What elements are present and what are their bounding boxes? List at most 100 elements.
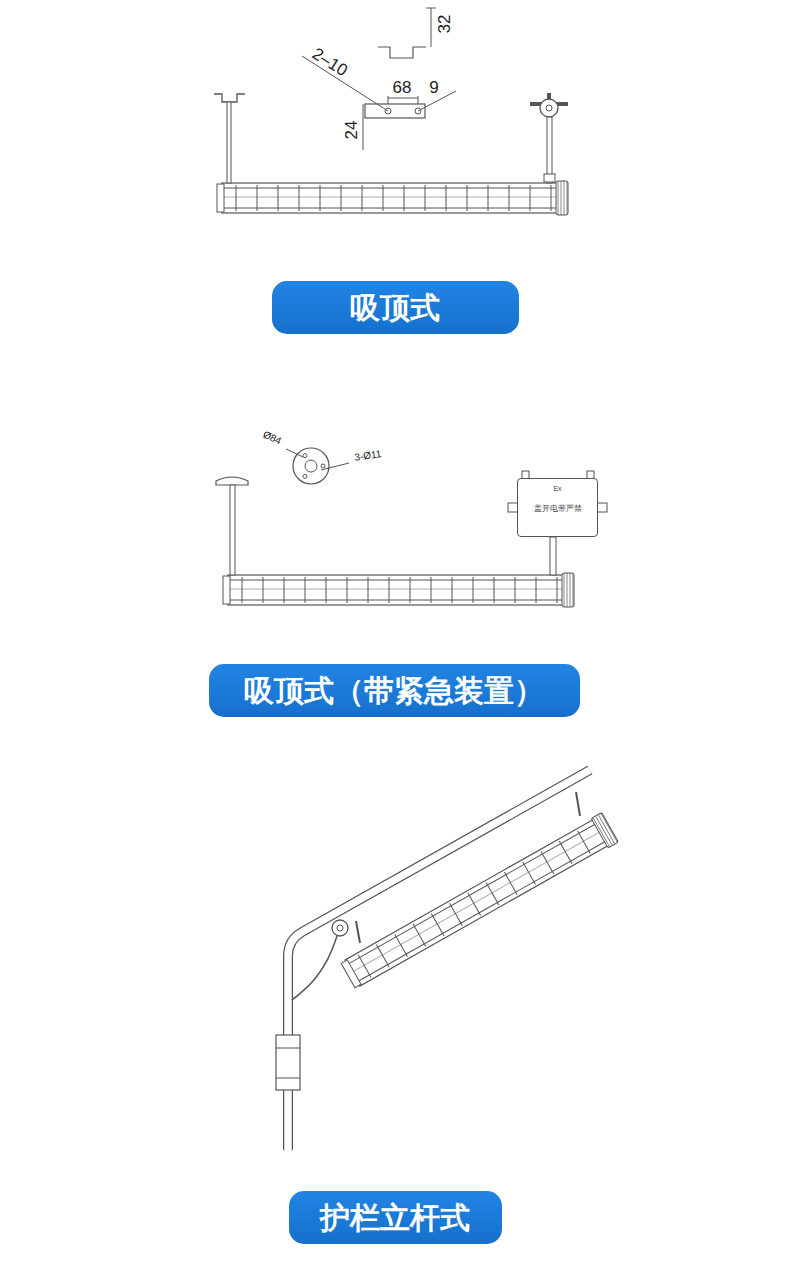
lamp-cage-rib xyxy=(263,577,264,603)
lamp xyxy=(217,181,568,215)
base-plate xyxy=(293,448,329,484)
caption-text: 护栏立杆式 xyxy=(320,1201,470,1234)
lamp-cage-rib xyxy=(494,577,495,603)
lamp-cage-rib xyxy=(488,185,489,211)
lamp-cage-rib xyxy=(347,577,348,603)
lamp-end-cap xyxy=(217,184,224,212)
lamp-hanger xyxy=(356,921,360,943)
lamp-cap-rib xyxy=(601,813,618,843)
lamp-cap-rib xyxy=(561,181,562,215)
lamp-cap-rib xyxy=(596,816,613,846)
lamp xyxy=(340,813,619,991)
lamp-cage-rib xyxy=(257,185,258,211)
lamp-cage-rib xyxy=(358,955,371,978)
lamp xyxy=(223,573,574,607)
lamp-cage-rib xyxy=(431,577,432,603)
lamp-rail xyxy=(228,580,568,581)
lamp-cap-rib xyxy=(567,573,568,607)
lamp-end-cap xyxy=(591,813,618,849)
lamp-cage-rib xyxy=(284,577,285,603)
lamp-cage-rib xyxy=(236,185,237,211)
lamp-cage-rib xyxy=(389,577,390,603)
lamp-rail xyxy=(222,208,562,209)
clamp-band xyxy=(276,1078,300,1079)
ceiling-disc xyxy=(216,477,248,485)
dimension-tick xyxy=(418,96,419,104)
lamp-end-cap xyxy=(223,576,230,604)
lamp-rail xyxy=(222,188,562,189)
pole-clamp xyxy=(276,1035,300,1090)
lamp-tube xyxy=(352,829,604,972)
dimension-label: Ø84 xyxy=(260,429,283,447)
lamp-rail xyxy=(228,600,568,601)
lamp-cage-rib xyxy=(473,577,474,603)
lamp-cap-rib xyxy=(593,817,610,847)
leader-line xyxy=(321,463,349,470)
conduit-rod xyxy=(547,117,552,183)
mount-hole xyxy=(303,474,307,478)
dimension-tick xyxy=(388,96,389,104)
lamp-cap-rib xyxy=(573,573,574,607)
hanger-rod xyxy=(230,485,235,575)
pole-inner xyxy=(288,770,590,1150)
dimension-label: 2–10 xyxy=(309,44,352,80)
lamp-cap-rib xyxy=(598,814,615,844)
lamp-cage-rib xyxy=(413,924,426,947)
emergency-box: Ex盖开电带严禁 xyxy=(517,478,598,537)
lamp-cage-rib xyxy=(468,893,481,916)
lamp-cage-rib xyxy=(404,185,405,211)
ceiling-mount-figure xyxy=(214,8,568,215)
caption-pill: 吸顶式 xyxy=(272,281,519,334)
lamp-cage-rib xyxy=(383,185,384,211)
dimension-line xyxy=(431,8,432,47)
lamp-end-cap xyxy=(556,181,568,215)
hanger-rod xyxy=(227,102,231,183)
leader-line xyxy=(286,449,303,457)
hanger-bracket xyxy=(214,94,245,102)
caption-text: 吸顶式 xyxy=(350,291,440,324)
lamp-tube xyxy=(228,589,568,590)
nut xyxy=(544,174,555,182)
lamp-cage-rib xyxy=(431,913,444,936)
dimension-label: 68 xyxy=(392,79,413,96)
pole xyxy=(288,770,590,1150)
lamp-cage-rib xyxy=(559,841,572,864)
lamp-cage-rib xyxy=(557,577,558,603)
lamp-body xyxy=(228,575,568,605)
lamp-cage-rib xyxy=(362,185,363,211)
ex-mark: Ex xyxy=(553,485,561,493)
mount-hole xyxy=(303,454,307,458)
lamp-cage-rib xyxy=(452,577,453,603)
junction-box xyxy=(540,99,558,117)
lamp-rail xyxy=(357,839,609,982)
dimension-label: 32 xyxy=(436,14,453,35)
dimension-label: 24 xyxy=(343,120,360,141)
lamp-cage-rib xyxy=(278,185,279,211)
lamp-cap-rib xyxy=(567,181,568,215)
lamp-cage-rib xyxy=(509,185,510,211)
lamp-cage-rib xyxy=(504,872,517,895)
dimension-line xyxy=(388,98,418,99)
lamp-cage-rib xyxy=(299,185,300,211)
base-plate-center xyxy=(305,460,317,472)
dimension-tick xyxy=(426,8,436,9)
emergency-mount-figure xyxy=(216,448,607,607)
bracket-plate xyxy=(365,104,425,118)
mount-hole xyxy=(321,464,325,468)
caption-pill: 吸顶式（带紧急装置） xyxy=(209,664,580,717)
dimension-label: 3-Ø11 xyxy=(353,449,383,463)
lamp-body xyxy=(345,817,612,986)
junction-box xyxy=(546,105,552,111)
dimension-label: 9 xyxy=(428,79,439,96)
lamp-rail xyxy=(347,822,599,965)
lamp-cap-rib xyxy=(564,573,565,607)
lamp-cap-rib xyxy=(558,181,559,215)
lamp-cage-rib xyxy=(551,185,552,211)
lamp-cage-rib xyxy=(341,185,342,211)
lamp-cap-rib xyxy=(564,181,565,215)
lamp-cap-rib xyxy=(570,573,571,607)
railing-pole-figure xyxy=(276,770,618,1150)
bracket-profile xyxy=(378,47,426,58)
lamp-cage-rib xyxy=(376,945,389,968)
